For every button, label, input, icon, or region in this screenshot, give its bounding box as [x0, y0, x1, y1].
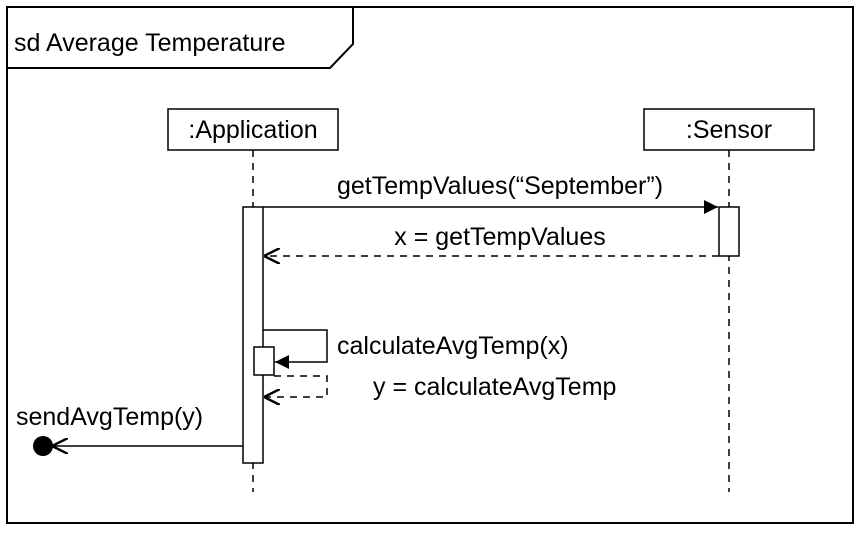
message-label-calculate-avg-temp: calculateAvgTemp(x) — [337, 332, 569, 360]
activation-bar-self-call — [253, 346, 275, 376]
diagram-frame — [6, 6, 854, 524]
return-arrow-calculate-avg-temp — [264, 375, 328, 397]
return-label-get-temp-values: x = getTempValues — [394, 223, 605, 251]
return-label-calculate-avg-temp: y = calculateAvgTemp — [373, 373, 616, 401]
message-label-send-avg-temp: sendAvgTemp(y) — [16, 403, 203, 431]
activation-bar-application — [242, 206, 264, 464]
activation-bar-sensor — [718, 206, 740, 257]
lifeline-label-sensor: :Sensor — [686, 116, 772, 144]
message-arrow-calculate-avg-temp — [263, 329, 328, 369]
lost-message-endpoint — [33, 436, 53, 456]
message-label-get-temp-values: getTempValues(“September”) — [337, 172, 663, 200]
lifeline-head-sensor — [643, 108, 815, 151]
lifeline-label-application: :Application — [188, 116, 317, 144]
frame-title: sd Average Temperature — [14, 29, 285, 57]
frame-title-tab — [6, 6, 354, 69]
